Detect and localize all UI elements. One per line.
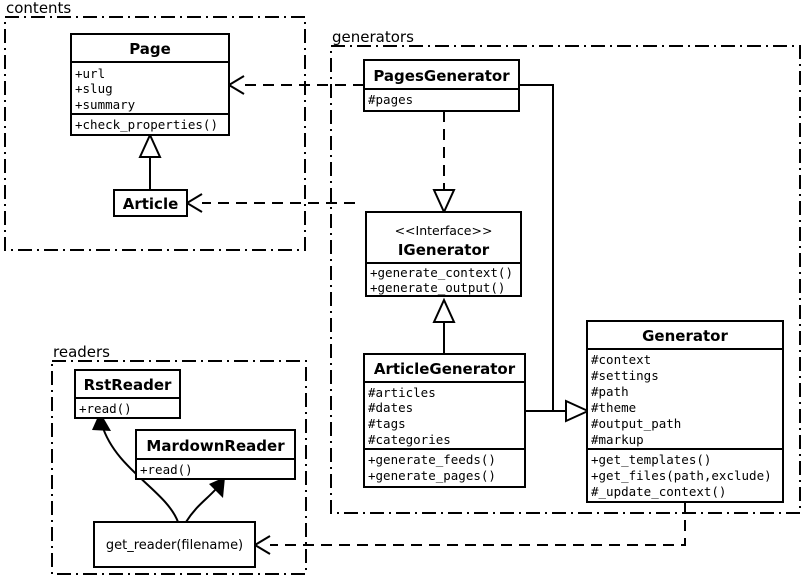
- class-articlegenerator-attribute: #categories: [368, 432, 451, 447]
- package-generators-border: [330, 45, 801, 514]
- edge-pagesgenerator-to-page: [227, 75, 364, 95]
- package-readers: readers: [51, 343, 307, 575]
- class-articlegenerator-attribute: #articles: [368, 385, 436, 400]
- generalization-arrowhead-generator: [565, 399, 591, 423]
- edge-getreader-mardownreader-curve: [185, 488, 217, 523]
- class-page-method: +check_properties(): [75, 117, 218, 132]
- generalization-arrowhead-page: [138, 132, 162, 158]
- edge-getreader-to-mardownreader: [185, 477, 225, 523]
- edge-generator-to-getreader: [253, 502, 686, 555]
- realization-arrowhead-igenerator: [432, 189, 456, 215]
- class-articlegenerator-method: +generate_feeds(): [368, 452, 496, 467]
- class-igenerator-title: IGenerator: [398, 241, 490, 259]
- class-articlegenerator-title: ArticleGenerator: [374, 360, 516, 378]
- function-get-reader-label: get_reader(filename): [106, 538, 243, 553]
- edge-pagesgenerator-to-igenerator: [432, 111, 456, 215]
- class-articlegenerator-method: +generate_pages(): [368, 468, 496, 483]
- class-articlegenerator[interactable]: ArticleGenerator #articles #dates #tags …: [363, 353, 526, 488]
- class-generator[interactable]: Generator #context #settings #path #them…: [586, 320, 784, 503]
- class-pagesgenerator[interactable]: PagesGenerator #pages: [363, 59, 520, 112]
- class-generator-attribute: #settings: [591, 368, 659, 383]
- class-generator-method: +get_files(path,exclude): [591, 468, 772, 483]
- generalization-arrowhead-igenerator-2: [432, 297, 456, 323]
- class-pagesgenerator-title: PagesGenerator: [373, 67, 510, 85]
- class-generator-attribute: #path: [591, 384, 629, 399]
- class-generator-box[interactable]: [586, 320, 784, 503]
- class-generator-method: #_update_context(): [591, 484, 726, 499]
- class-page[interactable]: Page +url +slug +summary +check_properti…: [70, 33, 230, 136]
- class-generator-attribute: #markup: [591, 432, 644, 447]
- class-mardownreader[interactable]: MardownReader +read(): [135, 429, 296, 480]
- class-article-title: Article: [123, 195, 179, 213]
- function-get-reader-box[interactable]: [93, 521, 256, 568]
- function-get-reader[interactable]: get_reader(filename): [93, 521, 256, 568]
- dependency-arrowhead-article: [185, 193, 203, 213]
- edge-article-to-page: [138, 132, 162, 190]
- class-article[interactable]: Article: [113, 189, 188, 217]
- dependency-arrowhead-page: [227, 75, 245, 95]
- class-pagesgenerator-box[interactable]: [363, 59, 520, 112]
- package-contents: contents: [4, 0, 306, 251]
- package-readers-label: readers: [53, 343, 110, 361]
- class-igenerator-method: +generate_context(): [370, 265, 513, 280]
- class-article-box[interactable]: [113, 189, 188, 217]
- call-arrowhead-rstreader: [92, 412, 111, 431]
- class-rstreader-box[interactable]: [74, 369, 181, 419]
- class-articlegenerator-box[interactable]: [363, 353, 526, 488]
- class-page-title: Page: [129, 40, 171, 58]
- edge-articlegenerator-to-article: [185, 193, 355, 213]
- class-rstreader[interactable]: RstReader +read(): [74, 369, 181, 419]
- class-rstreader-title: RstReader: [84, 376, 172, 394]
- class-igenerator-box[interactable]: [365, 211, 522, 297]
- class-generator-attribute: #context: [591, 352, 651, 367]
- call-arrowhead-mardownreader: [209, 477, 225, 498]
- class-articlegenerator-attribute: #tags: [368, 416, 406, 431]
- class-mardownreader-box[interactable]: [135, 429, 296, 480]
- class-generator-attribute: #theme: [591, 400, 636, 415]
- edge-generator-getreader-line: [270, 502, 686, 546]
- package-generators-label: generators: [332, 28, 414, 46]
- edge-generators-to-generator: [519, 84, 591, 423]
- edge-articlegenerator-to-igenerator: [432, 297, 456, 354]
- class-generator-attribute: #output_path: [591, 416, 681, 431]
- class-page-box[interactable]: [70, 33, 230, 136]
- class-mardownreader-title: MardownReader: [146, 437, 285, 455]
- class-mardownreader-method: +read(): [140, 462, 193, 477]
- class-generator-method: +get_templates(): [591, 452, 711, 467]
- class-igenerator[interactable]: <<Interface>> IGenerator +generate_conte…: [365, 211, 522, 297]
- class-page-attribute: +slug: [75, 81, 113, 96]
- class-generator-title: Generator: [642, 327, 728, 345]
- package-generators: generators: [330, 28, 801, 514]
- package-readers-border: [51, 360, 307, 575]
- class-page-attribute: +url: [75, 66, 105, 81]
- edge-pagesgen-generator-line: [519, 84, 554, 411]
- class-articlegenerator-attribute: #dates: [368, 400, 413, 415]
- package-contents-border: [4, 16, 306, 251]
- class-rstreader-method: +read(): [79, 401, 132, 416]
- class-igenerator-stereotype: <<Interface>>: [395, 223, 493, 238]
- class-page-attribute: +summary: [75, 97, 136, 112]
- class-pagesgenerator-attribute: #pages: [368, 92, 413, 107]
- class-igenerator-method: +generate_output(): [370, 280, 505, 295]
- dependency-arrowhead-getreader: [253, 535, 271, 555]
- package-contents-label: contents: [6, 0, 71, 17]
